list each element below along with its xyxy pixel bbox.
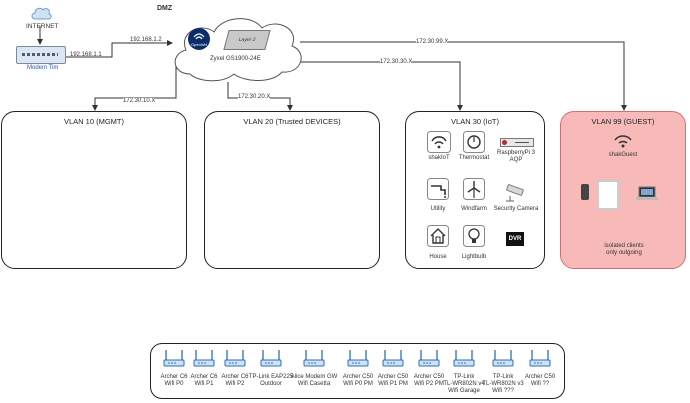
- access-points-box: [150, 343, 565, 399]
- vlan99-box: VLAN 99 (GUEST) shakGuest isolated clien…: [560, 111, 686, 269]
- access-point-label: Archer C50 Wifi P0 PM: [342, 374, 374, 387]
- access-point-label: TP-Link TL-WR802N v4 Wifi Garage: [443, 374, 485, 394]
- link-vlan30: [300, 61, 463, 111]
- vlan10-box: VLAN 10 (MGMT): [1, 111, 187, 269]
- windfarm-icon: [463, 178, 485, 200]
- dvr-icon: DVR: [506, 232, 524, 246]
- access-point-icon: [260, 350, 282, 367]
- access-point-label: Archer C6 Wifi P1: [190, 374, 218, 387]
- access-point-label: Alice Modem GW Wifi Casetta: [290, 374, 338, 387]
- access-point-label: TP-Link TL-WR802N v3 Wifi ???: [482, 374, 524, 394]
- device-thermostat-label: Thermostat: [458, 155, 490, 161]
- link-vlan99-label: 172.30.99.X: [416, 39, 449, 45]
- link-vlan30-label: 172.30.30.X: [380, 59, 413, 65]
- device-utility-label: Utility: [430, 206, 446, 212]
- modem-ip-label: 192.168.1.1: [70, 52, 102, 58]
- access-point-icon: [453, 350, 475, 367]
- thermostat-icon: [463, 131, 485, 153]
- device-windfarm-label: Windfarm: [461, 206, 487, 212]
- internet-cloud-icon: [31, 7, 52, 20]
- link-vlan99: [300, 41, 627, 111]
- tablet-icon: [597, 180, 619, 210]
- laptop-icon: [636, 186, 658, 200]
- raspberry-pi-icon: [500, 138, 534, 147]
- wifi-guest-icon: [614, 135, 632, 148]
- modem-label: Modem Tim: [27, 65, 59, 71]
- modem-dmz-link: [64, 40, 173, 58]
- device-house-label: House: [429, 254, 447, 260]
- access-point-label: Archer C50 Wifi ??: [524, 374, 556, 387]
- guest-isolation-note: isolated clients only outgoing: [604, 243, 644, 256]
- access-point-icon: [163, 350, 185, 367]
- house-icon: [427, 225, 449, 247]
- openwrt-badge: OpenWrt: [191, 42, 207, 47]
- dmz-label: DMZ: [157, 5, 173, 12]
- lightbulb-icon: [463, 225, 485, 247]
- openwrt-router-icon: OpenWrt: [188, 28, 210, 50]
- access-point-icon: [224, 350, 246, 367]
- vlan20-title: VLAN 20 (Trusted DEVICES): [243, 117, 341, 126]
- vlan10-title: VLAN 10 (MGMT): [63, 117, 124, 126]
- device-raspberry-label: RaspberryPi 3 AQP: [496, 150, 535, 163]
- access-point-label: TP-Link EAP225 Outdoor: [248, 374, 294, 387]
- access-point-label: Archer C50 Wifi P2 PM: [413, 374, 445, 387]
- access-point-icon: [418, 350, 440, 367]
- switch-label: Zyxel GS1900-24E: [210, 56, 261, 62]
- smartphone-icon: [581, 184, 589, 200]
- switch-device-icon: Layer 2: [223, 30, 271, 50]
- guest-ssid-label: shakGuest: [608, 152, 638, 158]
- vlan30-title: VLAN 30 (IoT): [451, 117, 499, 126]
- device-camera-label: Security Camera: [493, 206, 539, 212]
- link-vlan10-label: 172.30.10.X: [123, 98, 156, 104]
- access-point-label: Archer C6 Wifi P0: [160, 374, 188, 387]
- utility-icon: [427, 178, 449, 200]
- wifi-icon: [427, 131, 451, 153]
- dvr-badge: DVR: [508, 236, 522, 242]
- access-point-icon: [492, 350, 514, 367]
- dmz-ip-label: 192.168.1.2: [130, 37, 162, 43]
- access-point-icon: [193, 350, 215, 367]
- security-camera-icon: [506, 184, 524, 202]
- link-vlan20-label: 172.30.20.X: [238, 94, 271, 100]
- vlan20-box: VLAN 20 (Trusted DEVICES): [204, 111, 380, 269]
- access-point-label: Archer C6 Wifi P2: [221, 374, 249, 387]
- device-shakiot-label: shakIoT: [428, 155, 450, 161]
- access-point-label: Archer C50 Wifi P1 PM: [377, 374, 409, 387]
- access-point-icon: [529, 350, 551, 367]
- modem-device-icon: [16, 46, 66, 64]
- internet-label: INTERNET: [26, 23, 59, 30]
- access-point-icon: [303, 350, 325, 367]
- vlan99-title: VLAN 99 (GUEST): [591, 117, 655, 126]
- vlan30-box: VLAN 30 (IoT) shakIoT Thermostat Raspber…: [405, 111, 545, 269]
- access-point-icon: [382, 350, 404, 367]
- device-lightbulb-label: Lightbulb: [461, 254, 487, 260]
- access-point-icon: [347, 350, 369, 367]
- switch-badge: Layer 2: [237, 37, 257, 43]
